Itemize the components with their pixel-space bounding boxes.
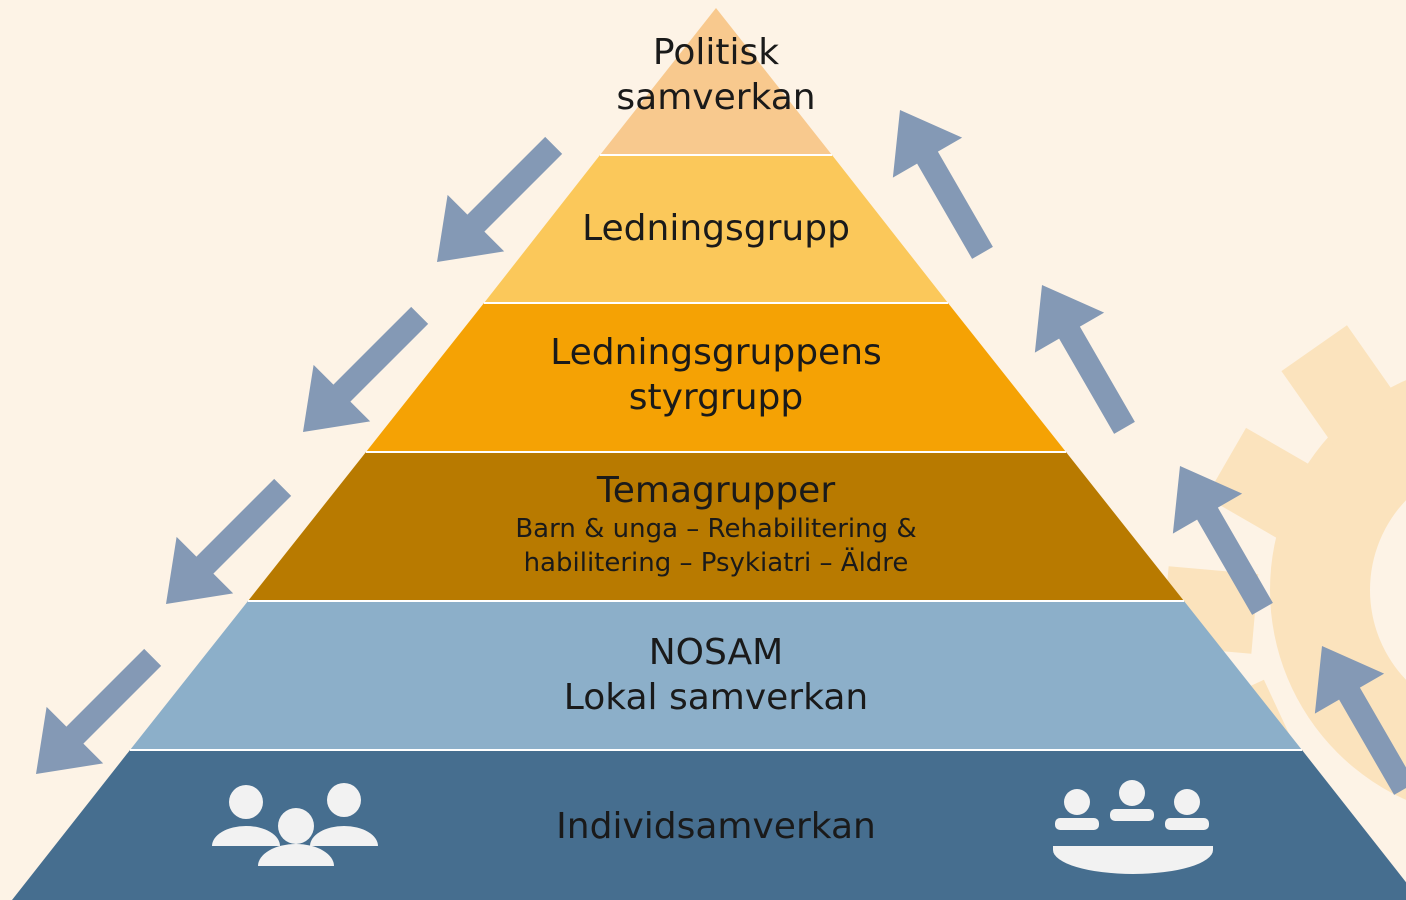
label-tema-sub1: Barn & unga – Rehabilitering &: [515, 514, 917, 544]
level-separators: [130, 154, 1302, 751]
level-nosam: [130, 601, 1302, 750]
label-individ: Individsamverkan: [416, 804, 1016, 849]
label-styrgrupp-line2: styrgrupp: [628, 377, 804, 418]
level-tema: [248, 452, 1184, 601]
arrow-up-icon: [1314, 646, 1406, 795]
level-ledning: [484, 155, 948, 303]
level-politisk: [600, 8, 832, 155]
label-tema: Temagrupper Barn & unga – Rehabilitering…: [416, 468, 1016, 581]
level-styrgrupp: [366, 303, 1066, 452]
label-individ-line1: Individsamverkan: [556, 806, 876, 847]
arrow-up-icon: [1034, 285, 1135, 434]
arrow-down-left-icon: [166, 478, 292, 604]
label-politisk-line2: samverkan: [616, 77, 816, 118]
people-group-icon: [212, 783, 378, 866]
label-nosam: NOSAM Lokal samverkan: [416, 630, 1016, 720]
label-politisk-line1: Politisk: [652, 32, 780, 73]
arrow-down-left-icon: [437, 136, 563, 262]
arrow-up-icon: [1172, 466, 1273, 615]
label-tema-title: Temagrupper: [596, 470, 836, 511]
label-nosam-line1: NOSAM: [648, 632, 784, 673]
label-ledning-line1: Ledningsgrupp: [582, 208, 850, 249]
label-ledning: Ledningsgrupp: [516, 206, 916, 251]
label-tema-sub2: habilitering – Psykiatri – Äldre: [523, 547, 909, 578]
label-politisk: Politisk samverkan: [566, 30, 866, 120]
arrow-down-left-icon: [303, 306, 429, 432]
meeting-table-icon: [1053, 780, 1213, 874]
level-individ: [12, 750, 1406, 900]
arrow-up-icon: [892, 110, 993, 259]
label-styrgrupp: Ledningsgruppens styrgrupp: [466, 330, 966, 420]
arrow-down-left-icon: [36, 648, 162, 774]
label-styrgrupp-line1: Ledningsgruppens: [550, 332, 882, 373]
label-nosam-line2: Lokal samverkan: [563, 677, 869, 718]
